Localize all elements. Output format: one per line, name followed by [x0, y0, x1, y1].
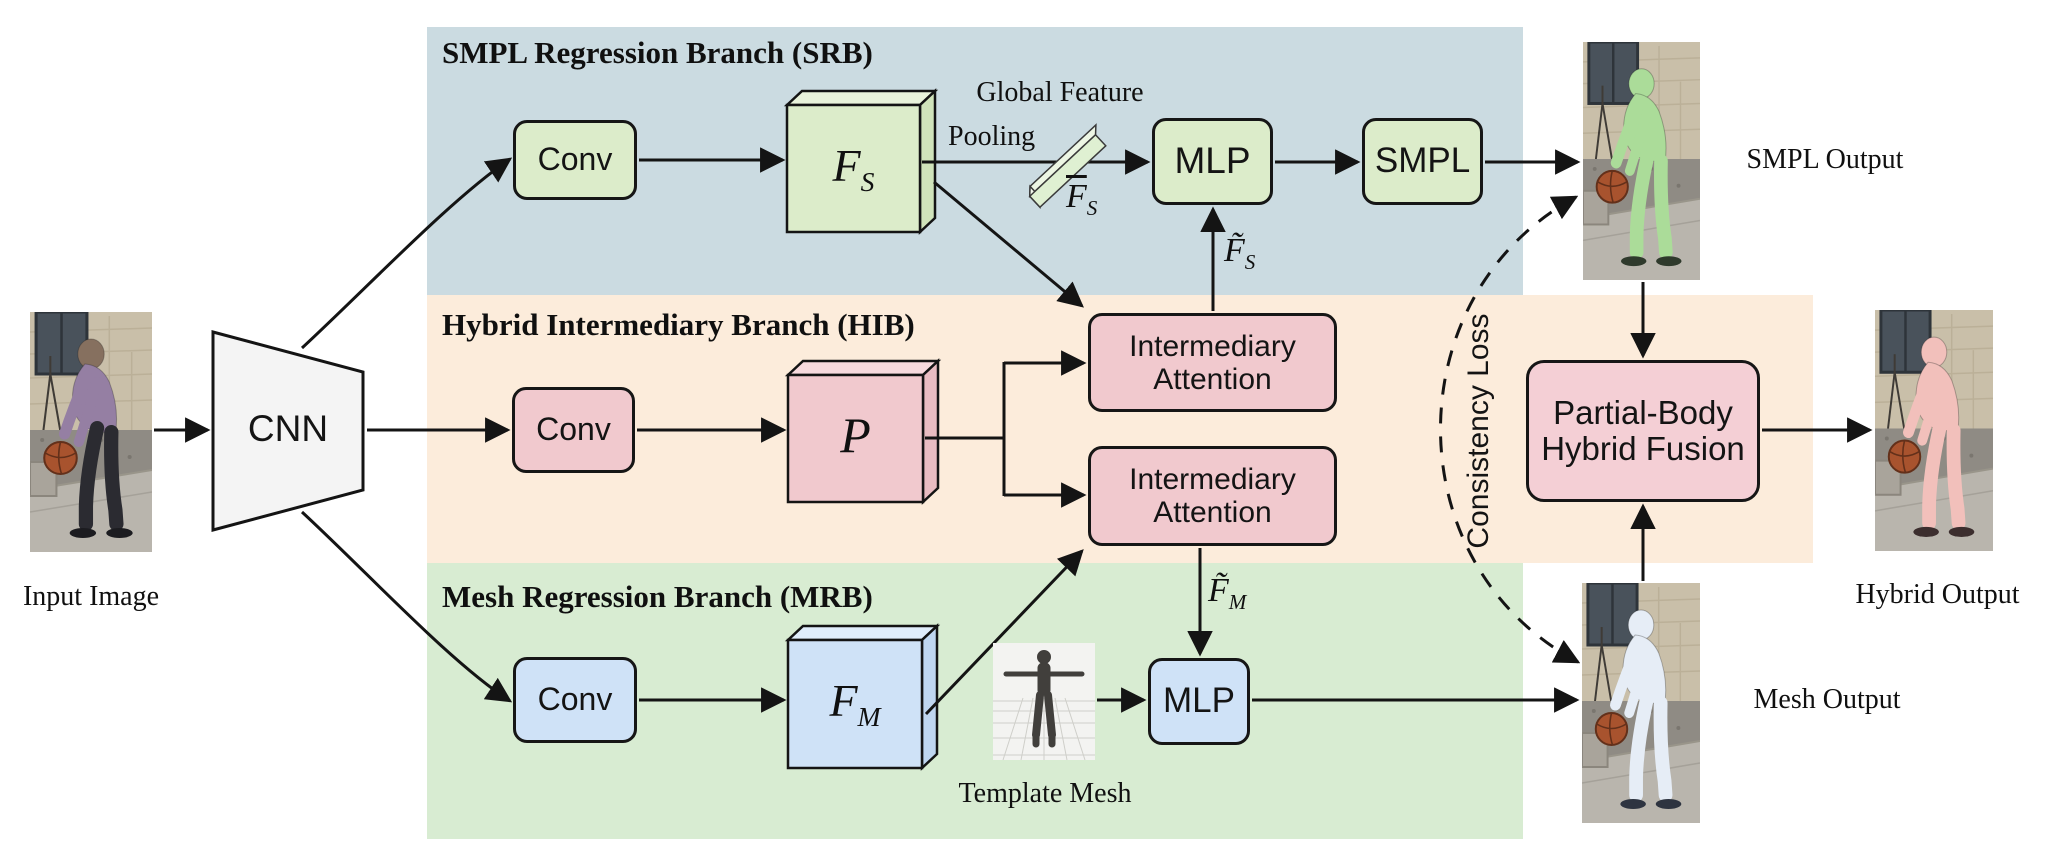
- mrb-conv-box: Conv: [513, 657, 637, 743]
- srb-smpl-label: SMPL: [1374, 141, 1471, 181]
- srb-mlp-label: MLP: [1174, 140, 1251, 182]
- intermediary-attention-bottom-box: Intermediary Attention: [1088, 446, 1337, 546]
- cnn-trapezoid: [211, 330, 365, 532]
- person: [1887, 336, 1975, 537]
- attended-feature-m-label: F̃M: [1208, 572, 1247, 614]
- srb-title: SMPL Regression Branch (SRB): [442, 35, 873, 70]
- tripod: [1593, 627, 1613, 704]
- tripod: [1886, 354, 1906, 431]
- fm-cube: [784, 623, 941, 771]
- arrows: [154, 147, 1873, 716]
- mrb-conv-label: Conv: [537, 681, 613, 718]
- person: [1594, 609, 1682, 809]
- attention-top-line2: Attention: [1153, 362, 1272, 396]
- hib-conv-box: Conv: [512, 387, 635, 473]
- intermediary-attention-top-box: Intermediary Attention: [1088, 313, 1337, 412]
- attended-feature-s-label: F̃S: [1224, 232, 1256, 274]
- srb-mlp-box: MLP: [1152, 118, 1273, 205]
- srb-conv-box: Conv: [513, 120, 637, 200]
- grid-floor: [993, 697, 1095, 760]
- srb-smpl-box: SMPL: [1362, 118, 1483, 205]
- mrb-title: Mesh Regression Branch (MRB): [442, 579, 873, 614]
- smpl-output-caption: SMPL Output: [1746, 144, 1904, 175]
- global-feature-label: Global Feature: [976, 77, 1144, 108]
- cnn-label: CNN: [247, 408, 329, 449]
- fs-feature-label: FS: [832, 139, 875, 198]
- hybrid-output-image: [1875, 310, 1993, 551]
- attention-bottom-line2: Attention: [1153, 496, 1272, 529]
- fm-feature-label: FM: [829, 675, 881, 733]
- input-image-caption: Input Image: [22, 581, 160, 612]
- mrb-mlp-label: MLP: [1163, 681, 1235, 721]
- fs-cube: [783, 88, 939, 235]
- partial-body-hybrid-fusion-box: Partial-Body Hybrid Fusion: [1526, 360, 1760, 502]
- input-photo: [30, 312, 152, 552]
- hybrid-output-caption: Hybrid Output: [1855, 579, 2020, 610]
- mrb-mlp-box: MLP: [1148, 658, 1250, 745]
- srb-conv-label: Conv: [537, 141, 613, 178]
- tripod: [1594, 85, 1614, 162]
- t-pose-figure: [1003, 650, 1085, 748]
- mesh-output-image: [1582, 583, 1700, 823]
- attention-bottom-line1: Intermediary: [1129, 463, 1296, 496]
- attention-top-line1: Intermediary: [1129, 329, 1296, 363]
- person: [1595, 68, 1682, 267]
- global-feature-bar: [1028, 123, 1107, 210]
- mesh-output-caption: Mesh Output: [1753, 684, 1901, 715]
- template-mesh-caption: Template Mesh: [958, 778, 1132, 809]
- concrete-block: [1583, 189, 1610, 226]
- pooled-feature-label: FS: [1066, 178, 1098, 220]
- person: [43, 338, 133, 538]
- p-cube: [784, 358, 942, 505]
- smpl-output-image: [1583, 42, 1700, 280]
- p-feature-label: P: [840, 407, 871, 463]
- consistency-loss-label: Consistency Loss: [1462, 313, 1495, 549]
- template-mesh-image: [993, 643, 1095, 760]
- hib-title: Hybrid Intermediary Branch (HIB): [442, 307, 915, 342]
- fusion-line1: Partial-Body: [1553, 393, 1733, 431]
- tripod: [42, 356, 62, 433]
- fusion-line2: Hybrid Fusion: [1541, 430, 1745, 467]
- pooling-label: Pooling: [948, 121, 1036, 152]
- hib-conv-label: Conv: [536, 411, 611, 448]
